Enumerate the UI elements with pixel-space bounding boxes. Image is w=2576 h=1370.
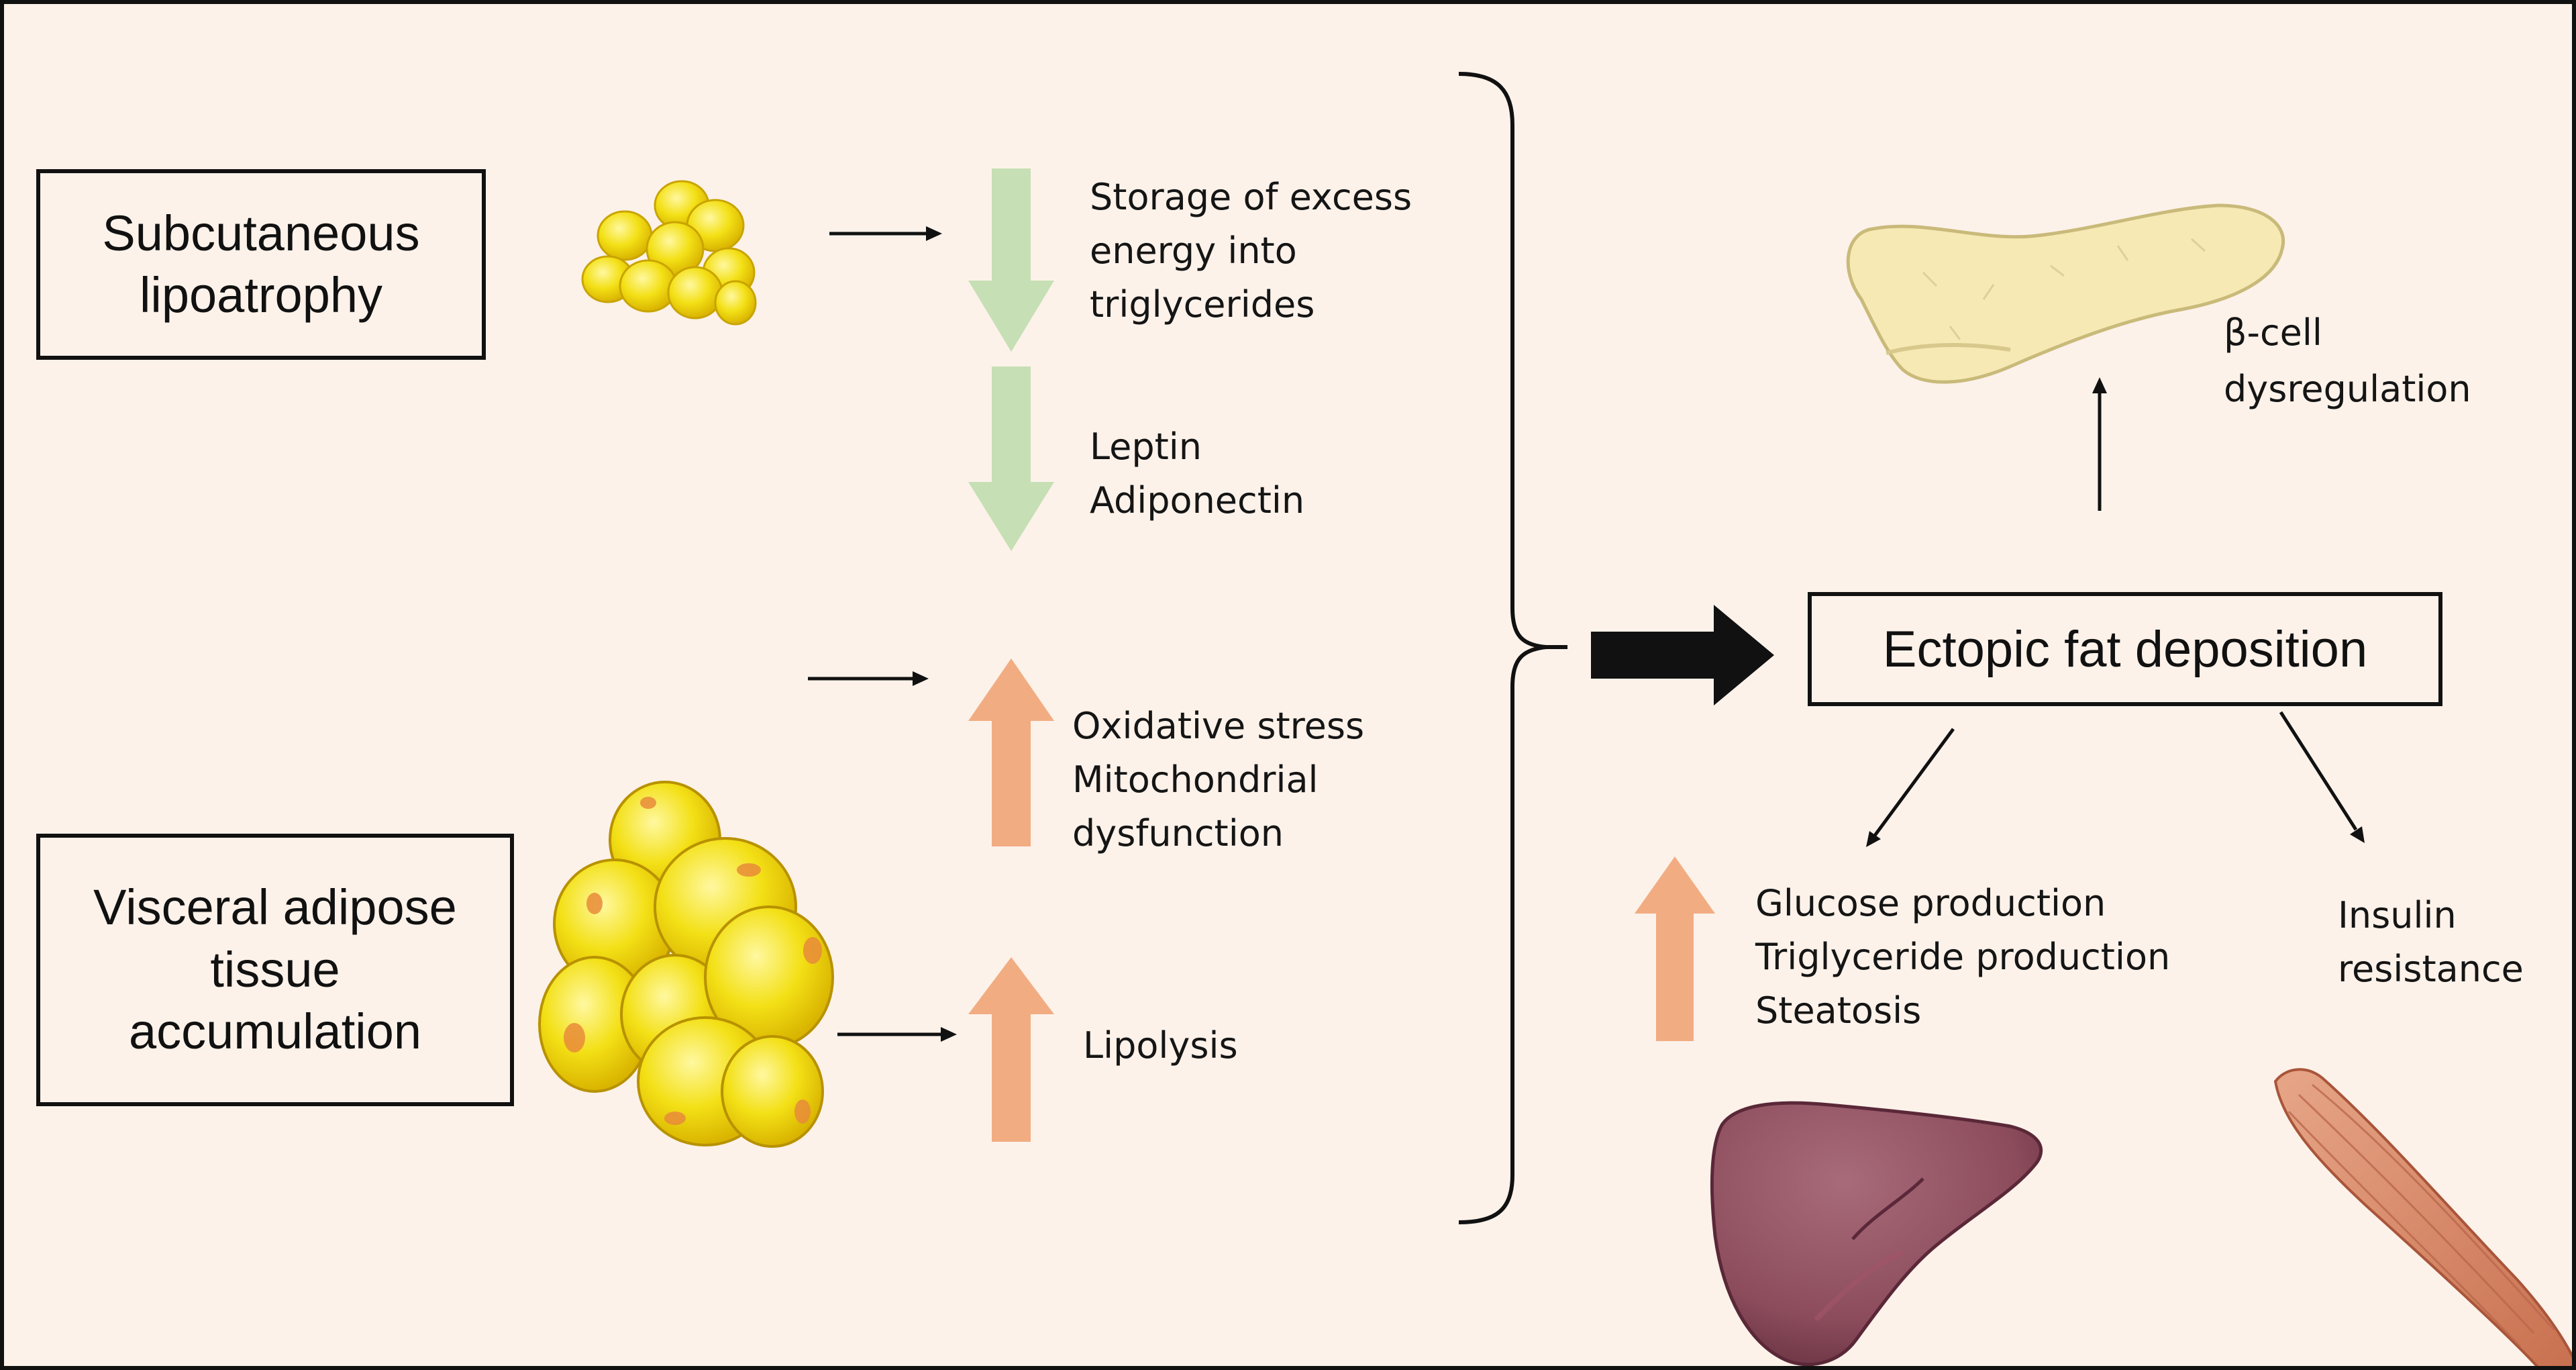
muscle-icon (2273, 1068, 2572, 1366)
ectopic-fat-deposition-box: Ectopic fat deposition (1808, 592, 2442, 706)
grouping-brace (1458, 72, 1547, 1224)
glucose-production-label: Glucose production (1755, 882, 2106, 924)
beta-cell-line1: β-cell (2224, 311, 2322, 354)
diagram-graphics (538, 72, 2572, 1366)
visceral-label-line1: Visceral adipose (93, 879, 457, 936)
main-arrow (1591, 605, 1774, 705)
subcutaneous-label-line1: Subcutaneous (102, 205, 420, 261)
increase-arrows (968, 658, 1715, 1142)
visceral-label-line3: accumulation (128, 1004, 421, 1060)
steatosis-label: Steatosis (1755, 989, 1922, 1032)
lipolysis-effect-text: Lipolysis (1083, 1019, 1238, 1073)
liver-outcomes-text: Glucose production Triglyceride producti… (1755, 877, 2170, 1038)
storage-line3: triglycerides (1090, 283, 1315, 326)
leptin-label: Leptin (1090, 426, 1202, 468)
subcutaneous-label-line2: lipoatrophy (139, 267, 382, 323)
lipolysis-label: Lipolysis (1083, 1024, 1238, 1067)
liver-icon (1710, 1101, 2043, 1366)
ectopic-fat-deposition-label: Ectopic fat deposition (1882, 620, 2368, 678)
fat-cell-cluster-large-icon (538, 781, 834, 1148)
fat-cell-cluster-small-icon (581, 180, 757, 326)
storage-line1: Storage of excess (1090, 176, 1412, 218)
subcutaneous-lipoatrophy-box: Subcutaneous lipoatrophy (36, 169, 486, 360)
pancreas-icon (1846, 203, 2285, 384)
stress-line3: dysfunction (1072, 812, 1284, 854)
decrease-arrows (968, 168, 1054, 551)
triglyceride-production-label: Triglyceride production (1755, 936, 2171, 978)
visceral-adipose-box: Visceral adipose tissue accumulation (36, 834, 514, 1106)
stress-line1: Oxidative stress (1072, 705, 1365, 747)
connector-arrows (808, 226, 2365, 1042)
insulin-line1: Insulin (2338, 894, 2457, 936)
stress-effect-text: Oxidative stress Mitochondrial dysfuncti… (1072, 699, 1364, 861)
beta-cell-line2: dysregulation (2224, 368, 2471, 410)
increase-arrow-liver (1635, 857, 1715, 1041)
decrease-arrow-hormones (968, 366, 1054, 551)
adiponectin-label: Adiponectin (1090, 479, 1305, 522)
hormones-effect-text: Leptin Adiponectin (1090, 420, 1304, 528)
beta-cell-text: β-cell dysregulation (2224, 305, 2471, 418)
increase-arrow-lipolysis (968, 957, 1054, 1142)
insulin-resistance-text: Insulin resistance (2338, 889, 2524, 996)
stress-line2: Mitochondrial (1072, 759, 1319, 801)
storage-effect-text: Storage of excess energy into triglyceri… (1090, 170, 1412, 332)
insulin-line2: resistance (2338, 948, 2524, 990)
increase-arrow-stress (968, 658, 1054, 846)
storage-line2: energy into (1090, 230, 1297, 272)
decrease-arrow-storage (968, 168, 1054, 352)
visceral-label-line2: tissue (210, 941, 340, 997)
